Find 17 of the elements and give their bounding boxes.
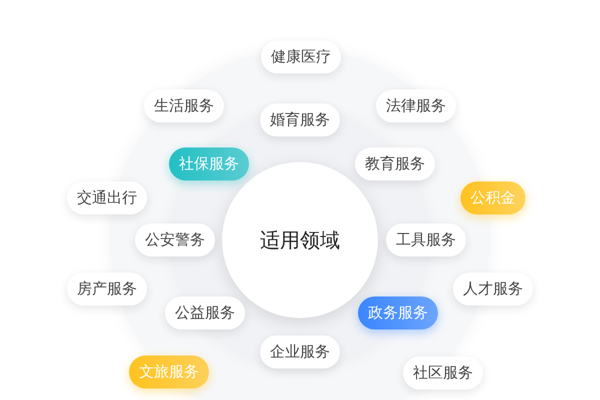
domain-tag: 文旅服务 [129,356,209,388]
domain-tag: 交通出行 [67,182,147,214]
domain-tag: 社保服务 [169,148,249,180]
domain-tag: 婚育服务 [260,104,340,136]
domain-tag: 健康医疗 [261,40,341,74]
domain-tag: 生活服务 [144,90,224,122]
domain-tag: 企业服务 [260,336,340,368]
domain-tag: 教育服务 [355,148,435,180]
domain-tag: 公积金 [460,182,526,214]
domain-tag: 房产服务 [67,272,147,306]
domain-tag: 政务服务 [358,296,438,330]
domain-tag: 工具服务 [386,224,466,256]
domain-tag: 人才服务 [453,272,533,306]
domain-tag: 法律服务 [376,90,456,122]
domain-tag: 社区服务 [403,356,483,390]
domain-tag: 公安警务 [135,224,215,256]
domain-tag: 公益服务 [165,296,245,330]
